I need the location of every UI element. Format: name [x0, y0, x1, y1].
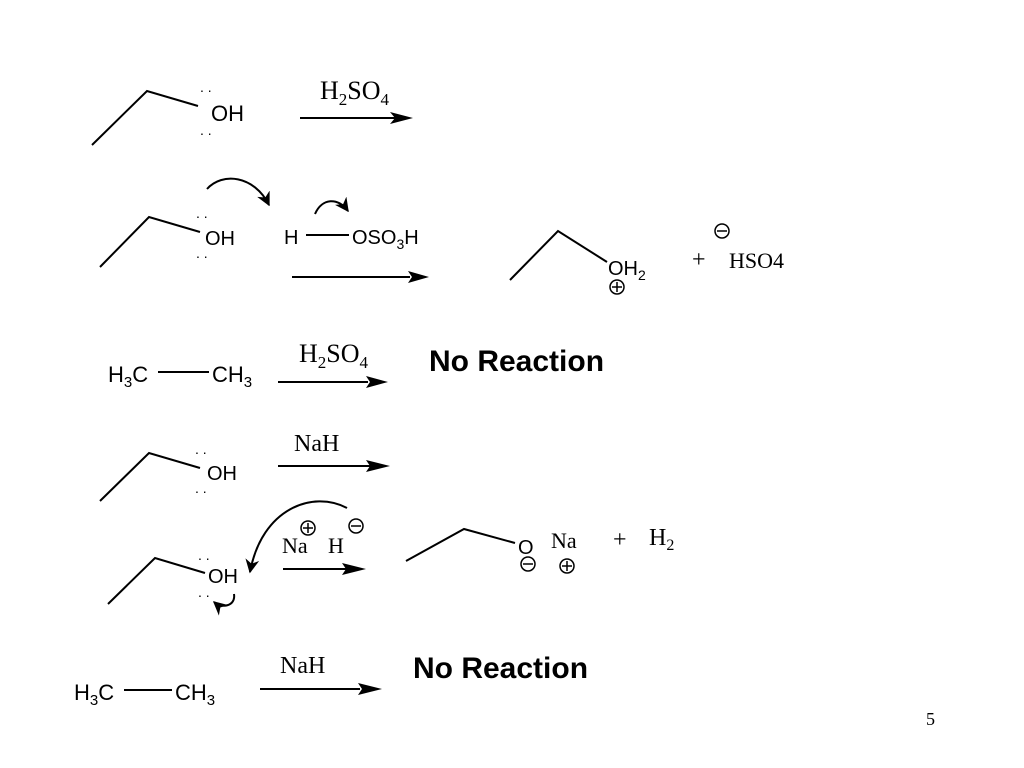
ethane-h3c-label: H3C	[74, 680, 114, 709]
plus-sign: +	[613, 527, 627, 553]
acid-h-label: H	[284, 227, 298, 249]
sulfuric-acid-structure: H OSO3H	[284, 227, 419, 252]
row3-arrow	[278, 376, 388, 388]
lone-pair-dots: . .	[200, 79, 212, 95]
ethane-h3c-label: H3C	[108, 362, 148, 391]
plus-sign: +	[692, 247, 706, 273]
lone-pair-dots: . .	[196, 245, 208, 261]
negative-charge-icon	[714, 223, 730, 239]
oxonium-product: OH2	[509, 229, 646, 295]
row1-ethanol: . . OH . .	[91, 79, 244, 146]
row1-reagent-label: H2SO4	[320, 76, 390, 109]
row1-arrow	[300, 112, 413, 124]
row4-ethanol: . . OH . .	[99, 441, 237, 502]
lone-pair-dots: . .	[195, 480, 207, 496]
positive-charge-icon	[609, 279, 625, 295]
ethoxide-product: O Na	[405, 527, 577, 574]
positive-charge-icon	[300, 520, 316, 536]
hydroxyl-label: OH	[208, 566, 238, 588]
no-reaction-label: No Reaction	[429, 345, 604, 378]
row5-ethanol: . . OH . .	[107, 547, 238, 605]
negative-charge-icon	[348, 518, 364, 534]
lone-pair-dots: . .	[200, 122, 212, 138]
lone-pair-dots: . .	[198, 584, 210, 600]
lone-pair-dots: . .	[198, 547, 210, 563]
sodium-label: Na	[282, 533, 308, 558]
row2-ethanol: . . OH . .	[99, 205, 235, 268]
page-number: 5	[926, 709, 935, 729]
row3-reagent-label: H2SO4	[299, 339, 369, 372]
curved-arrow-hydride-attack	[245, 500, 348, 574]
sodium-label: Na	[551, 528, 577, 553]
oxygen-label: O	[518, 537, 534, 559]
curved-arrow-lone-pair-to-h	[206, 177, 270, 207]
row4-arrow	[278, 460, 390, 472]
hydroxyl-label: OH	[211, 101, 244, 126]
row2-arrow	[292, 271, 429, 283]
row6-arrow	[260, 683, 382, 695]
ethane-ch3-label: CH3	[175, 680, 215, 709]
acid-oso3h-label: OSO3H	[352, 227, 419, 252]
ethane-ch3-label: CH3	[212, 362, 252, 391]
curved-arrow-bond-to-o	[314, 196, 349, 215]
no-reaction-label: No Reaction	[413, 652, 588, 685]
row5-arrow	[283, 563, 366, 575]
curved-arrow-oh-electrons	[212, 593, 236, 616]
oh2-label: OH2	[608, 258, 646, 283]
row6-ethane: H3C CH3	[74, 680, 215, 709]
row4-reagent-label: NaH	[294, 431, 339, 457]
row3-ethane: H3C CH3	[108, 362, 252, 391]
hydrogen-gas-label: H2	[649, 525, 674, 554]
bisulfate-label: HSO4	[729, 248, 784, 273]
negative-charge-icon	[520, 556, 536, 572]
hydroxyl-label: OH	[205, 228, 235, 250]
hydroxyl-label: OH	[207, 463, 237, 485]
lone-pair-dots: . .	[196, 205, 208, 221]
hydride-label: H	[328, 533, 344, 558]
positive-charge-icon	[559, 558, 575, 574]
lone-pair-dots: . .	[195, 441, 207, 457]
row6-reagent-label: NaH	[280, 653, 325, 679]
